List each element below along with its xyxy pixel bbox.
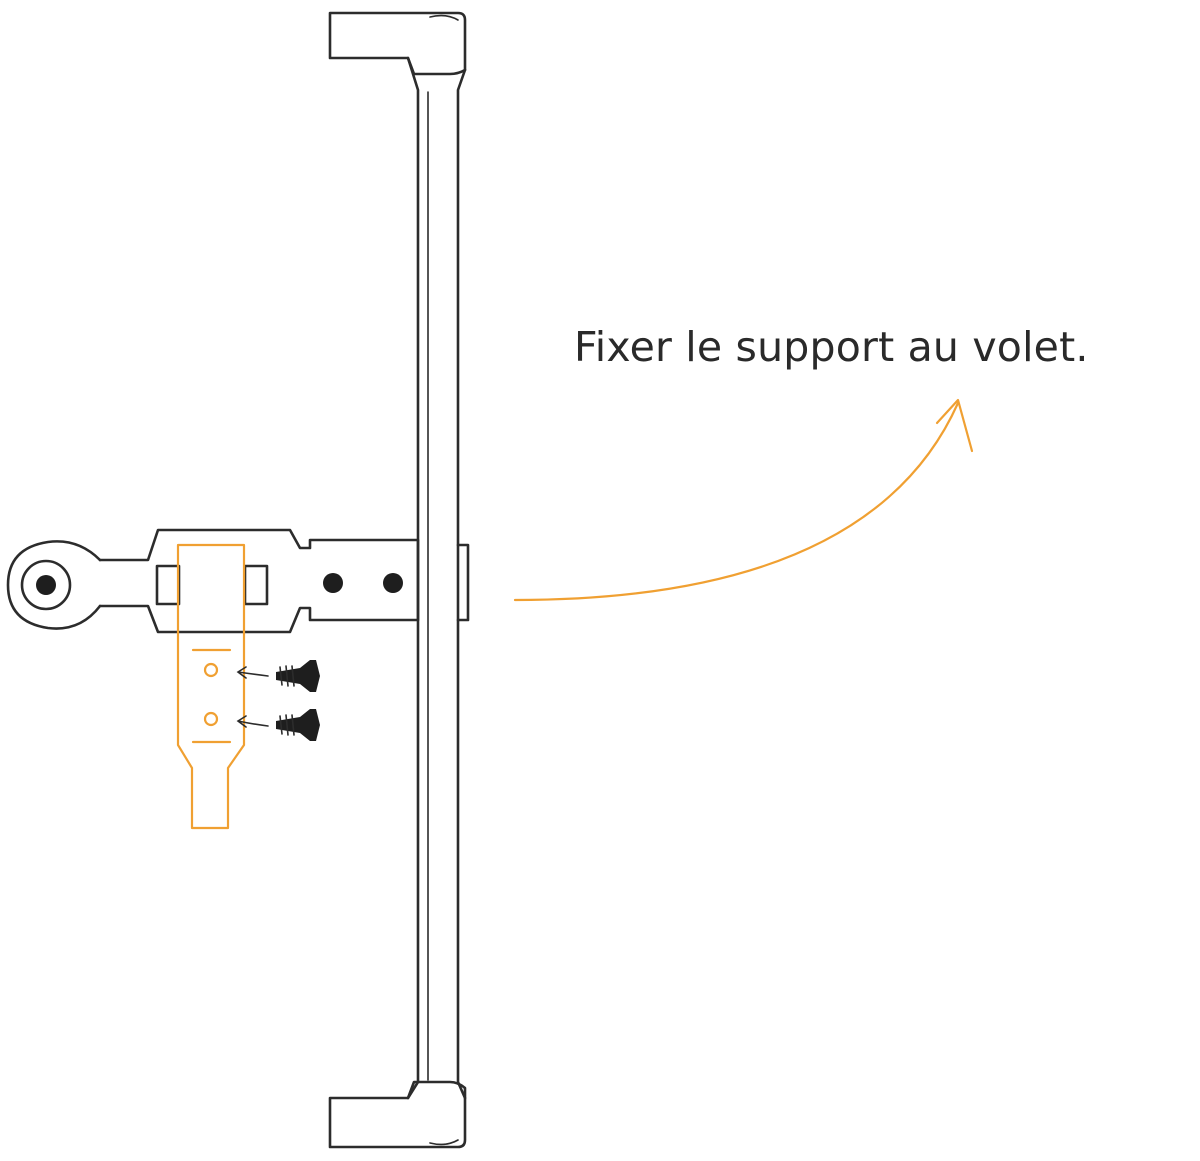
curved-arrow-head: [935, 398, 974, 453]
top-bracket-curl: [429, 14, 459, 21]
curved-arrow-icon: [513, 398, 974, 602]
screw-thread: [279, 665, 295, 687]
pointer-arrow-icon: [236, 715, 269, 728]
top-bracket: [328, 11, 467, 76]
screw-icon: [276, 660, 320, 692]
support-screw-hole-top: [203, 662, 219, 678]
bar-clip: [456, 543, 470, 622]
hinge-pin-hole: [36, 575, 56, 595]
bar-body-right: [456, 68, 467, 1100]
bar-body: [406, 56, 420, 1100]
support-screw-hole-bottom: [203, 711, 219, 727]
bottom-bracket-curl: [429, 1139, 459, 1146]
bottom-bracket: [328, 1080, 467, 1149]
hinge-plate: [98, 528, 420, 634]
support-bracket: [176, 543, 246, 830]
screw-top: [236, 660, 320, 692]
screw-thread: [279, 714, 295, 736]
hinge-eye-ring: [20, 559, 72, 611]
hinge-slot-right: [243, 564, 269, 606]
screw-icon: [276, 709, 320, 741]
hinge-slot-left: [155, 564, 181, 606]
bolt-hole-left: [323, 573, 343, 593]
curved-arrow-shaft: [513, 401, 960, 602]
instruction-caption: Fixer le support au volet.: [574, 323, 1089, 371]
hinge-eye-outline: [6, 540, 102, 630]
pointer-arrow-icon: [236, 666, 269, 679]
bolt-hole-right: [383, 573, 403, 593]
support-body: [176, 543, 246, 830]
screw-bottom: [236, 709, 320, 741]
